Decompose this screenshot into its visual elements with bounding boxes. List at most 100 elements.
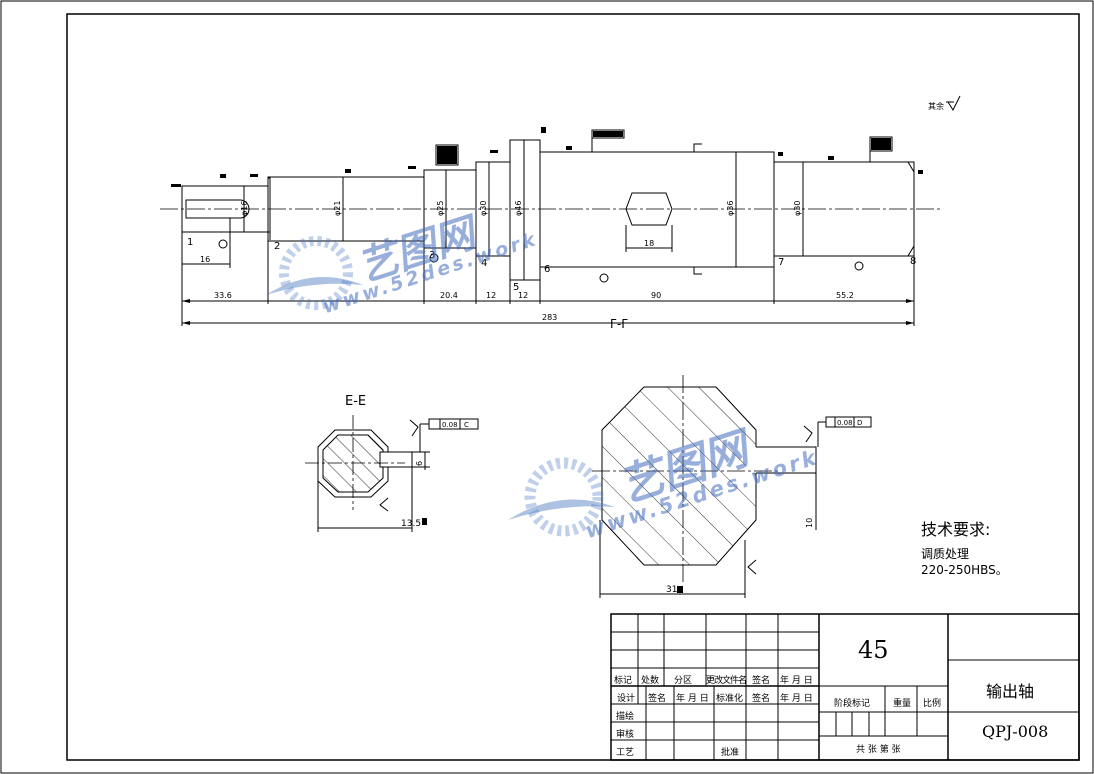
datum-b-icon	[429, 253, 439, 263]
d-dim-width-label: 31	[666, 585, 677, 595]
section-ee-octagon	[317, 429, 389, 498]
tb-label-count: 处数	[641, 676, 660, 686]
roughness-note: 其余	[928, 101, 944, 111]
chamfer-top	[907, 161, 915, 173]
arrow-4	[906, 321, 914, 325]
title-block	[610, 613, 1080, 761]
arrow-3	[182, 321, 190, 325]
ee-roughness-icon	[409, 419, 419, 437]
ee-roughness-icon-2	[379, 497, 389, 512]
cut-mark-top	[693, 143, 702, 152]
datum-a-icon	[218, 239, 228, 249]
arrow-1	[182, 299, 190, 303]
tb-label-design-date: 年 月 日	[676, 694, 709, 704]
tb-label-sign: 签名	[752, 676, 771, 686]
datum-d-icon	[854, 261, 864, 271]
length-label: 12	[486, 291, 496, 300]
material-label: 45	[858, 636, 889, 664]
arrow-2	[906, 299, 914, 303]
d-tol-datum: D	[857, 419, 862, 427]
tb-label-standard: 标准化	[716, 694, 744, 704]
length-label: 55.2	[836, 291, 854, 300]
mark-2	[250, 174, 258, 177]
tb-label-process: 工艺	[616, 748, 635, 758]
d-mark	[677, 586, 683, 593]
diameter-label: φ16	[240, 201, 249, 216]
ee-texts: 0.08 C 13.5 6	[401, 421, 469, 529]
arrowheads	[171, 127, 923, 325]
ee-dim-depth-label: 6	[415, 461, 424, 466]
length-label: 20.4	[440, 291, 458, 300]
ee-dim-width-label: 13.5	[401, 519, 421, 529]
tb-border	[610, 613, 1080, 761]
section-ee-label: E-E	[345, 394, 366, 409]
ee-mark	[422, 518, 427, 525]
tb-label-weight: 重量	[893, 699, 912, 709]
technical-requirements: 技术要求: 调质处理 220-250HBS。	[921, 516, 1008, 578]
section-number: 7	[778, 257, 784, 268]
section-number: 5	[513, 282, 519, 293]
tolerance-frame-2	[435, 144, 459, 166]
mark-5	[541, 127, 546, 133]
tb-label-date: 年 月 日	[780, 676, 813, 686]
section-number: 4	[481, 258, 487, 269]
section-ff-label: F-F	[610, 317, 628, 331]
ee-tol-datum: C	[464, 421, 469, 429]
tech-line-1: 调质处理	[921, 547, 970, 561]
shaft-main-view	[160, 129, 940, 326]
section-number: 8	[910, 256, 916, 267]
tb-label-design-sign: 签名	[648, 694, 667, 704]
shaft-segment-6	[539, 151, 775, 268]
tb-label-sheets: 共 张 第 张	[856, 745, 901, 755]
mark-6	[778, 152, 783, 156]
tolerance-frame-1	[591, 129, 625, 139]
mark-10	[566, 146, 572, 150]
d-roughness-icon-2	[747, 559, 757, 575]
tb-label-std-date: 年 月 日	[780, 694, 813, 704]
tb-label-change: 更改文件名	[706, 676, 747, 686]
tb-label-approve: 批准	[721, 748, 740, 758]
length-label: 90	[651, 291, 661, 300]
diameter-label: φ36	[726, 201, 735, 216]
section-number: 1	[187, 237, 193, 248]
mark-1	[171, 184, 181, 187]
tb-label-design: 设计	[617, 694, 636, 704]
section-numbers: 1 2 3 4 5 6 7 8	[187, 237, 916, 293]
part-name: 输出轴	[986, 682, 1035, 701]
tech-line-2: 220-250HBS。	[921, 563, 1008, 577]
chamfer-bottom	[907, 245, 915, 257]
tech-title: 技术要求:	[921, 520, 991, 539]
diameter-label: φ25	[436, 201, 445, 216]
tol-fill-2	[437, 146, 457, 164]
mark-11	[828, 156, 834, 160]
tb-label-review: 审核	[616, 730, 635, 740]
watermark-logo-icon	[266, 236, 363, 310]
watermark-logo-icon-2	[508, 457, 615, 537]
tb-label-std-sign: 签名	[752, 694, 771, 704]
mark-8	[345, 169, 351, 173]
mark-7	[918, 170, 923, 174]
datum-c-icon	[599, 273, 609, 283]
section-number: 3	[429, 250, 435, 261]
length-label: 283	[542, 313, 557, 322]
section-number: 6	[544, 264, 550, 275]
length-label: 16	[200, 255, 210, 264]
section-d-keyway	[756, 446, 817, 474]
roughness-symbol-icon	[947, 95, 961, 112]
section-ee-view	[305, 415, 479, 532]
tol-fill-1	[593, 131, 623, 137]
diameter-label: φ46	[514, 201, 523, 216]
d-tol-value: 0.08	[837, 419, 853, 427]
length-labels: 16 33.6 20.4 12 12 90 55.2 283 18	[200, 239, 854, 322]
length-label: 18	[644, 239, 654, 248]
tb-label-zone: 分区	[674, 676, 693, 686]
diameter-label: φ30	[479, 201, 488, 216]
section-ee-keyway	[379, 451, 413, 468]
length-label: 12	[518, 291, 528, 300]
diameter-label: φ21	[333, 201, 342, 216]
section-d-keyway-bg	[746, 447, 816, 473]
diameter-label: φ30	[793, 201, 802, 216]
section-d-view	[592, 375, 872, 598]
ee-tol-value: 0.08	[442, 421, 458, 429]
mark-3	[408, 166, 416, 169]
